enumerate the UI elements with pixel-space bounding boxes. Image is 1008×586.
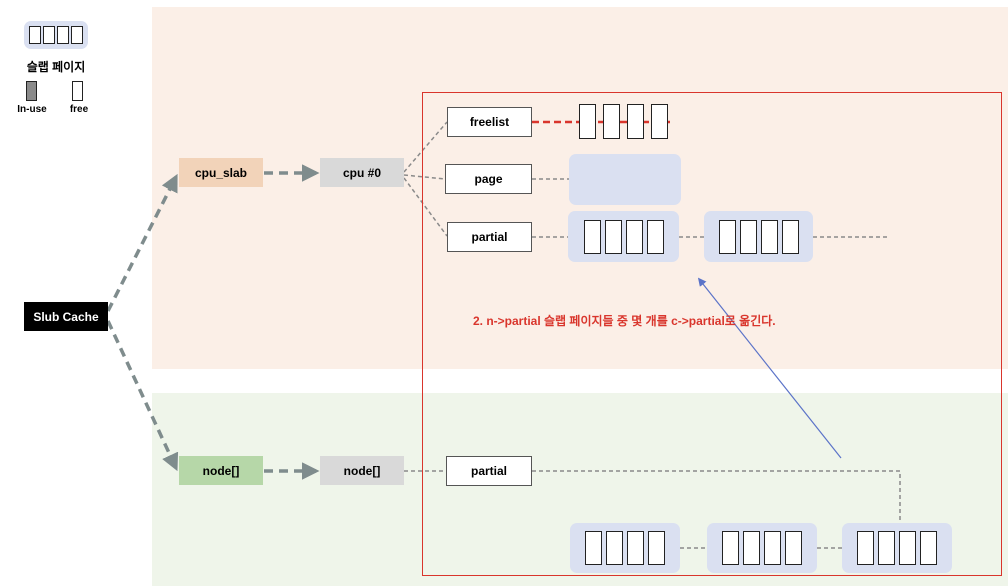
legend-object (57, 26, 69, 44)
slub-to-node-arrow (106, 320, 179, 472)
slab-object (718, 219, 736, 254)
page-field[interactable]: page (445, 164, 532, 194)
slab-object (583, 219, 601, 254)
legend-object (29, 26, 41, 44)
slab-object (878, 531, 895, 565)
slab-object (760, 219, 778, 254)
legend-object (43, 26, 55, 44)
legend-object (71, 26, 83, 44)
cpu-partial-field[interactable]: partial (447, 222, 532, 252)
slab-object (899, 531, 916, 565)
free-object (627, 104, 644, 139)
legend-inuse-object (26, 81, 37, 101)
slab-object (625, 219, 643, 254)
cpu-partial-slab (568, 211, 679, 262)
slab-object (764, 531, 781, 565)
legend-slab-page (24, 21, 88, 49)
legend-free-object (72, 81, 83, 101)
node-partial-slab (570, 523, 680, 573)
free-object (579, 104, 596, 139)
legend-free-label: free (69, 104, 89, 115)
node-array-box[interactable]: node[] (179, 456, 263, 485)
slab-object (920, 531, 937, 565)
slab-object (606, 531, 623, 565)
slab-object (627, 531, 644, 565)
cpu-page-slab (569, 154, 681, 205)
node-box[interactable]: node[] (320, 456, 404, 485)
legend-slab-label: 슬랩 페이지 (26, 60, 86, 74)
free-object (603, 104, 620, 139)
cpu-partial-slab (704, 211, 813, 262)
highlight-frame (422, 92, 1002, 576)
slab-object (781, 219, 799, 254)
freelist-objects (579, 104, 673, 139)
slab-object (604, 219, 622, 254)
slab-object (646, 219, 664, 254)
node-partial-slab (707, 523, 817, 573)
legend-inuse-label: In-use (17, 104, 47, 115)
cpu0-box[interactable]: cpu #0 (320, 158, 404, 187)
free-object (651, 104, 668, 139)
node-partial-slab (842, 523, 952, 573)
move-annotation: 2. n->partial 슬랩 페이지들 중 몇 개를 c->partial로… (473, 314, 776, 328)
slub-to-cpuslab-arrow (106, 173, 178, 312)
move-to-cpu-partial-arrow (697, 277, 842, 459)
slab-object (857, 531, 874, 565)
freelist-field[interactable]: freelist (447, 107, 532, 137)
slab-object (739, 219, 757, 254)
node-partial-field[interactable]: partial (446, 456, 532, 486)
slab-object (785, 531, 802, 565)
slub-cache-box[interactable]: Slub Cache (24, 302, 108, 331)
slab-object (722, 531, 739, 565)
cpu-slab-box[interactable]: cpu_slab (179, 158, 263, 187)
slab-object (585, 531, 602, 565)
slab-object (648, 531, 665, 565)
slab-object (743, 531, 760, 565)
